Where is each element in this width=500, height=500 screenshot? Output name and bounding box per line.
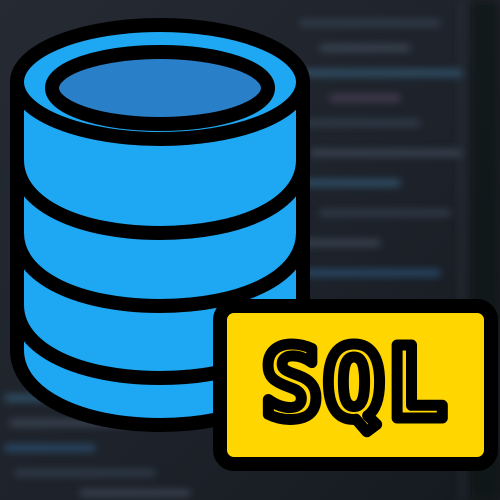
sql-badge-icon: SQL [213, 299, 498, 471]
sql-badge-label: SQL [262, 325, 449, 442]
